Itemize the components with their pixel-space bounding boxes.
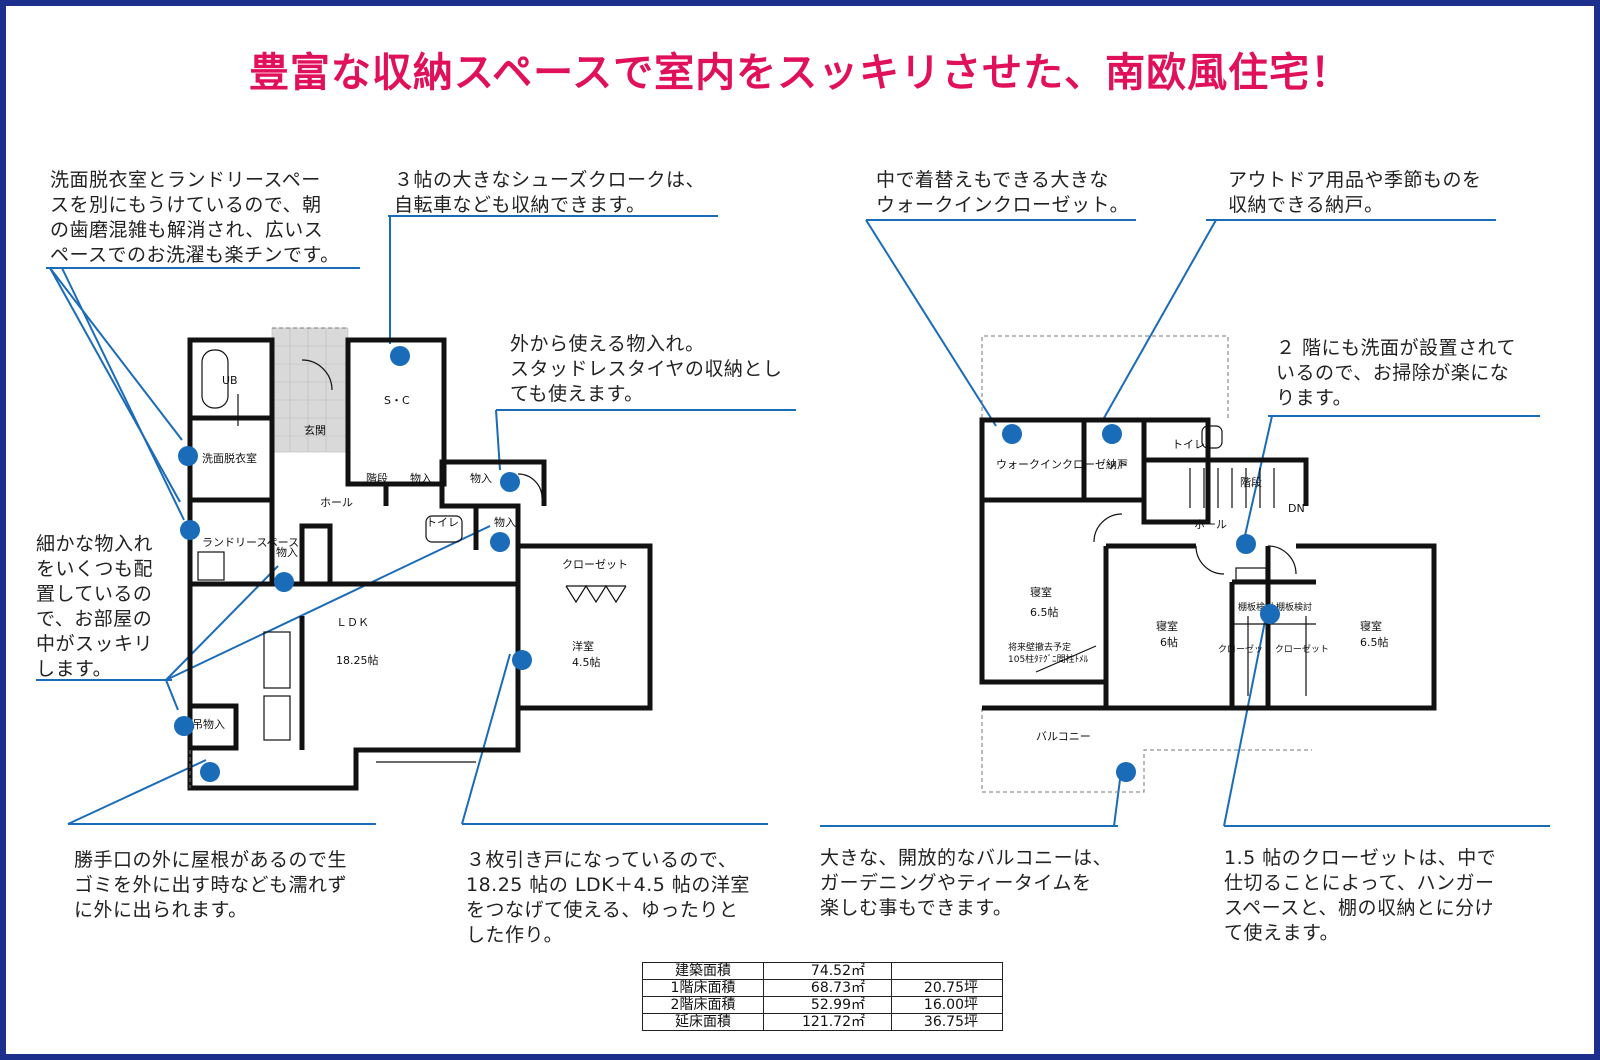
fp1-toilet-label: トイレ [426, 516, 459, 529]
fp1-hall-label: ホール [320, 496, 353, 509]
note-sliding-doors: ３枚引き戸になっているので、 18.25 帖の LDK＋4.5 帖の洋室 をつな… [466, 849, 750, 946]
marker-sliding-doors [512, 650, 532, 670]
callout-markers [174, 346, 1280, 782]
area-table-cell: 121.72㎡ [763, 1013, 892, 1031]
first-floor-plan: UB S・C 玄関 洗面脱衣室 ホール 階段 物入 物入 物入 物入 トイレ ラ… [187, 327, 653, 791]
fp1-monoire-2: 物入 [470, 471, 492, 485]
fp2-tana-2: 棚板検討 [1276, 601, 1312, 613]
fp1-laundry-label: ランドリースペース [202, 536, 299, 549]
callout-lines [36, 215, 1550, 827]
area-table-cell: 36.75坪 [891, 1013, 1003, 1031]
note-small-storage: 細かな物入れ をいくつも配 置しているの で、お部屋の 中がスッキリ します。 [36, 533, 154, 680]
fp1-yoshitsu-size: 4.5帖 [572, 656, 601, 669]
marker-tsuri [174, 716, 194, 736]
fp1-genkan-label: 玄関 [304, 423, 326, 437]
marker-outdoor-storage [500, 472, 520, 492]
fp2-room3-size: 6.5帖 [1360, 636, 1389, 649]
marker-shoe-closet [390, 346, 410, 366]
marker-back-door [200, 762, 220, 782]
area-table-cell: 建築面積 [642, 962, 764, 980]
fp2-dn-label: DN [1288, 502, 1305, 515]
marker-nando [1102, 424, 1122, 444]
note-back-door: 勝手口の外に屋根があるので生 ゴミを外に出す時なども濡れず に外に出られます。 [74, 849, 348, 921]
note-shoe-closet: ３帖の大きなシューズクロークは、 自転車なども収納できます。 [394, 169, 706, 216]
fp1-ldk-label: ＬＤＫ [336, 616, 369, 629]
fp1-ldk-size: 18.25帖 [336, 654, 379, 667]
fp1-closet-label: クローゼット [562, 558, 628, 571]
fp2-room2-label: 寝室 [1156, 619, 1178, 633]
fp2-room3-label: 寝室 [1360, 619, 1382, 633]
fp2-balcony-label: バルコニー [1036, 730, 1091, 743]
marker-washbasin [1236, 534, 1256, 554]
fp1-monoire-1: 物入 [410, 471, 432, 485]
marker-balcony [1116, 762, 1136, 782]
note-laundry: 洗面脱衣室とランドリースペー スを別にもうけているので、朝 の歯磨混雑も解消され… [50, 169, 340, 266]
area-table-cell: 2階床面積 [642, 996, 764, 1014]
area-table-cell [891, 962, 1003, 980]
marker-storage-hall [274, 572, 294, 592]
note-balcony: 大きな、開放的なバルコニーは、 ガーデニングやティータイムを 楽しむ事もできます… [820, 847, 1113, 919]
page-title: 豊富な収納スペースで室内をスッキリさせた、南欧風住宅！ [248, 50, 1352, 96]
fp1-kaidan-label: 階段 [366, 471, 388, 485]
fp1-senmen-label: 洗面脱衣室 [202, 451, 257, 465]
fp2-room1-label: 寝室 [1030, 585, 1052, 599]
note-closet-1-5: 1.5 帖のクローゼットは、中で 仕切ることによって、ハンガー スペースと、棚の… [1224, 847, 1497, 944]
fp1-monoire-4: 物入 [276, 545, 298, 559]
fp2-room1-size: 6.5帖 [1030, 606, 1059, 619]
fp2-nando-label: 納戸 [1106, 458, 1128, 471]
marker-walkin [1002, 424, 1022, 444]
fp2-walkin-label: ウォークインクローゼット [996, 458, 1128, 471]
fp1-ub-label: UB [222, 374, 238, 387]
fp1-monoire-3: 物入 [494, 515, 516, 529]
fp2-kaidan-label: 階段 [1240, 475, 1262, 489]
area-table-cell: 20.75坪 [891, 979, 1003, 997]
marker-laundry [180, 520, 200, 540]
marker-closet [1260, 604, 1280, 624]
note-walkin-closet: 中で着替えもできる大きな ウォークインクローゼット。 [876, 169, 1130, 216]
fp2-toilet-label: トイレ [1172, 438, 1205, 451]
second-floor-plan: ウォークインクローゼット 納戸 トイレ 階段 DN ホール 寝室 6.5帖 寝室… [979, 335, 1437, 793]
fp1-sc-label: S・C [384, 394, 410, 407]
area-table-cell: 1階床面積 [642, 979, 764, 997]
fp2-note-pillar: 105柱ﾀﾃｸﾞﾆ間柱ﾄﾒﾙ [1008, 653, 1089, 665]
note-outdoor-storage: 外から使える物入れ。 スタッドレスタイヤの収納とし ても使えます。 [510, 333, 783, 405]
area-table-cell: 16.00坪 [891, 996, 1003, 1014]
note-nando: アウトドア用品や季節ものを 収納できる納戸。 [1228, 169, 1482, 216]
floor-plans: UB S・C 玄関 洗面脱衣室 ホール 階段 物入 物入 物入 物入 トイレ ラ… [36, 215, 1550, 827]
fp2-note-wall: 将来壁撤去予定 [1008, 641, 1071, 653]
fp2-closet-pair: クローゼット クローゼット [1218, 643, 1329, 655]
note-washbasin-2f: ２ 階にも洗面が設置されて いるので、お掃除が楽にな ります。 [1276, 337, 1516, 409]
fp1-yoshitsu-label: 洋室 [572, 639, 594, 653]
fp2-room2-size: 6帖 [1160, 636, 1178, 649]
area-table-cell: 68.73㎡ [763, 979, 892, 997]
area-table-cell: 74.52㎡ [763, 962, 892, 980]
fp1-tsuri-label: 吊物入 [192, 717, 225, 731]
area-table-cell: 延床面積 [642, 1013, 764, 1031]
marker-storage-toilet [490, 532, 510, 552]
fp2-hall-label: ホール [1194, 518, 1227, 531]
marker-senmen [178, 446, 198, 466]
area-table-cell: 52.99㎡ [763, 996, 892, 1014]
